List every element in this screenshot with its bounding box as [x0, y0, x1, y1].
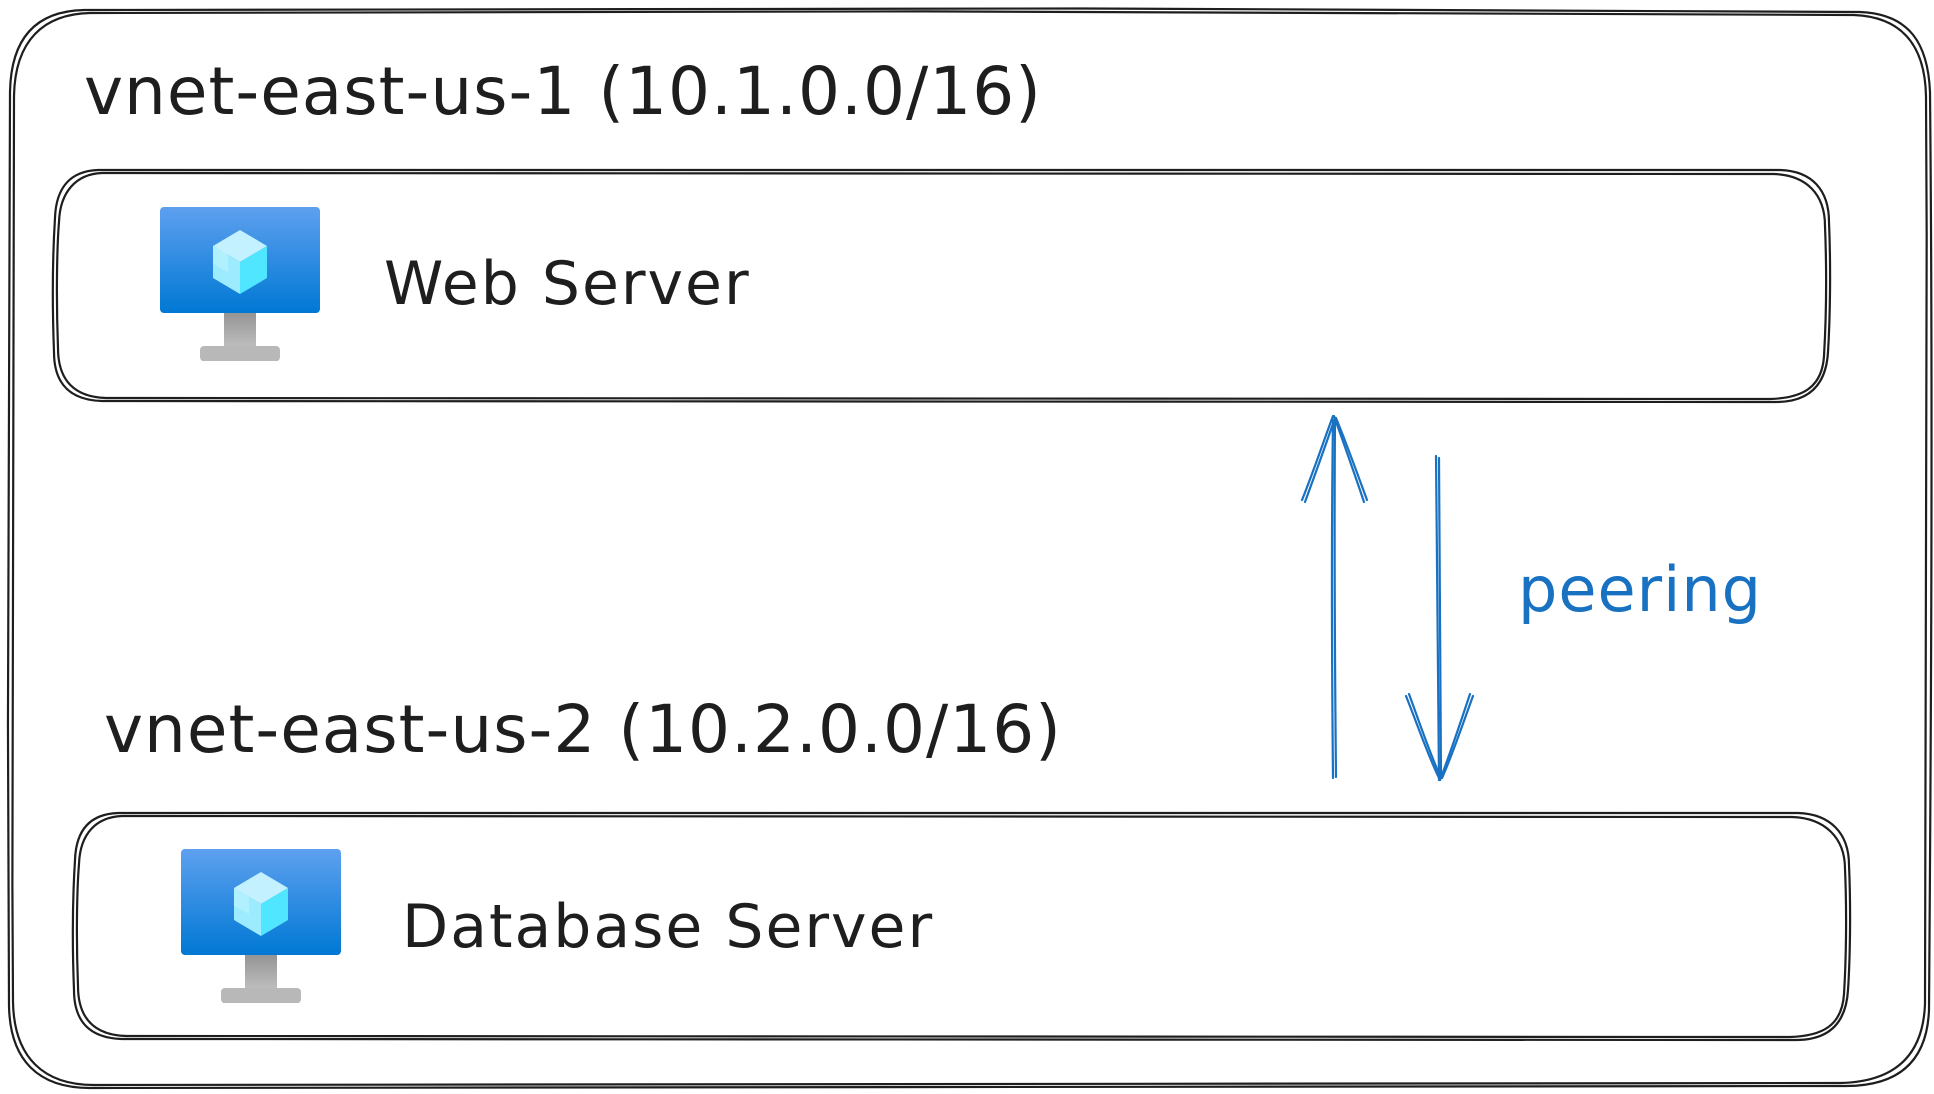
vnet-east-us-1-label: vnet-east-us-1 (10.1.0.0/16) — [84, 53, 1042, 130]
database-server-label: Database Server — [402, 892, 935, 962]
azure-virtual-machine-icon — [181, 849, 341, 1003]
azure-virtual-machine-icon — [160, 207, 320, 361]
vnet-east-us-2-label: vnet-east-us-2 (10.2.0.0/16) — [104, 691, 1062, 768]
outer-container — [6, 7, 1933, 1090]
web-server-label: Web Server — [384, 249, 751, 319]
peering-arrow-down — [1404, 454, 1475, 782]
peering-arrow-up — [1300, 414, 1369, 780]
peering-label: peering — [1518, 553, 1763, 626]
